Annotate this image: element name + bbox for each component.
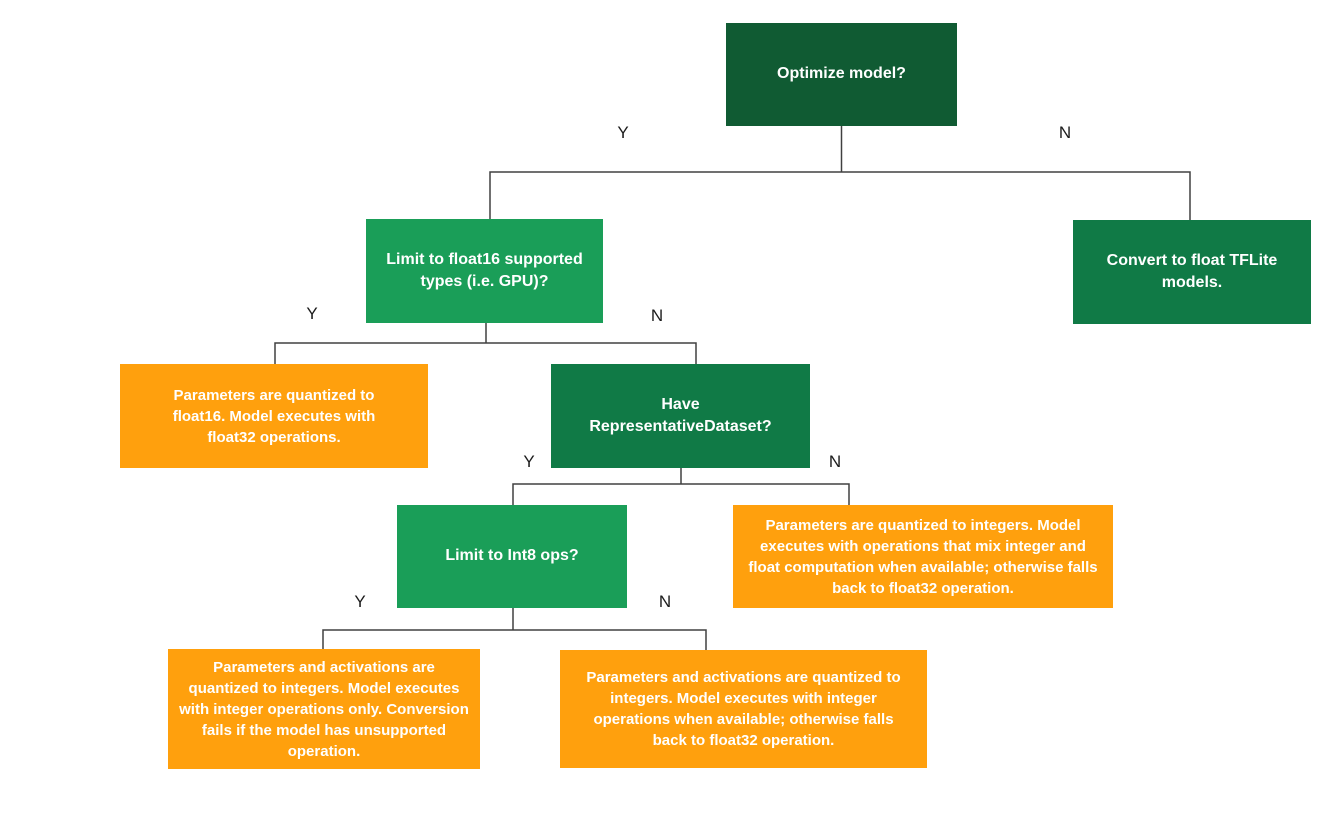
edge-label-optimize-yes: Y: [617, 123, 629, 142]
node-label: Limit to float16 supported types (i.e. G…: [386, 250, 583, 290]
edge-label-optimize-no: N: [1058, 123, 1072, 142]
node-result-mixed-integer-float: Parameters are quantized to integers. Mo…: [733, 505, 1113, 608]
node-label: Convert to float TFLite models.: [1106, 251, 1278, 291]
node-result-integer-only: Parameters and activations are quantized…: [168, 649, 480, 769]
node-convert-float-tflite: Convert to float TFLite models.: [1073, 220, 1311, 324]
node-label: Limit to Int8 ops?: [445, 547, 579, 565]
node-result-float16-quantized: Parameters are quantized to float16. Mod…: [120, 364, 428, 468]
node-label: Parameters are quantized to float16. Mod…: [172, 386, 376, 446]
node-optimize-model: Optimize model?: [726, 23, 957, 126]
node-result-integer-fallback: Parameters and activations are quantized…: [560, 650, 927, 768]
node-label: Parameters are quantized to integers. Mo…: [748, 516, 1098, 597]
node-label: Parameters and activations are quantized…: [179, 658, 469, 760]
node-limit-float16: Limit to float16 supported types (i.e. G…: [366, 219, 603, 323]
node-label: Have RepresentativeDataset?: [589, 395, 772, 435]
edge-label-int8-yes: Y: [354, 592, 366, 611]
edge-label-int8-no: N: [658, 592, 672, 611]
edge-label-float16-no: N: [650, 306, 664, 325]
node-have-representative-dataset: Have RepresentativeDataset?: [551, 364, 810, 468]
node-label: Optimize model?: [777, 65, 906, 83]
node-label: Parameters and activations are quantized…: [586, 669, 901, 749]
node-limit-int8-ops: Limit to Int8 ops?: [397, 505, 627, 608]
edge-label-float16-yes: Y: [306, 304, 318, 323]
edge-label-repdataset-no: N: [828, 452, 842, 471]
edge-label-repdataset-yes: Y: [523, 452, 535, 471]
